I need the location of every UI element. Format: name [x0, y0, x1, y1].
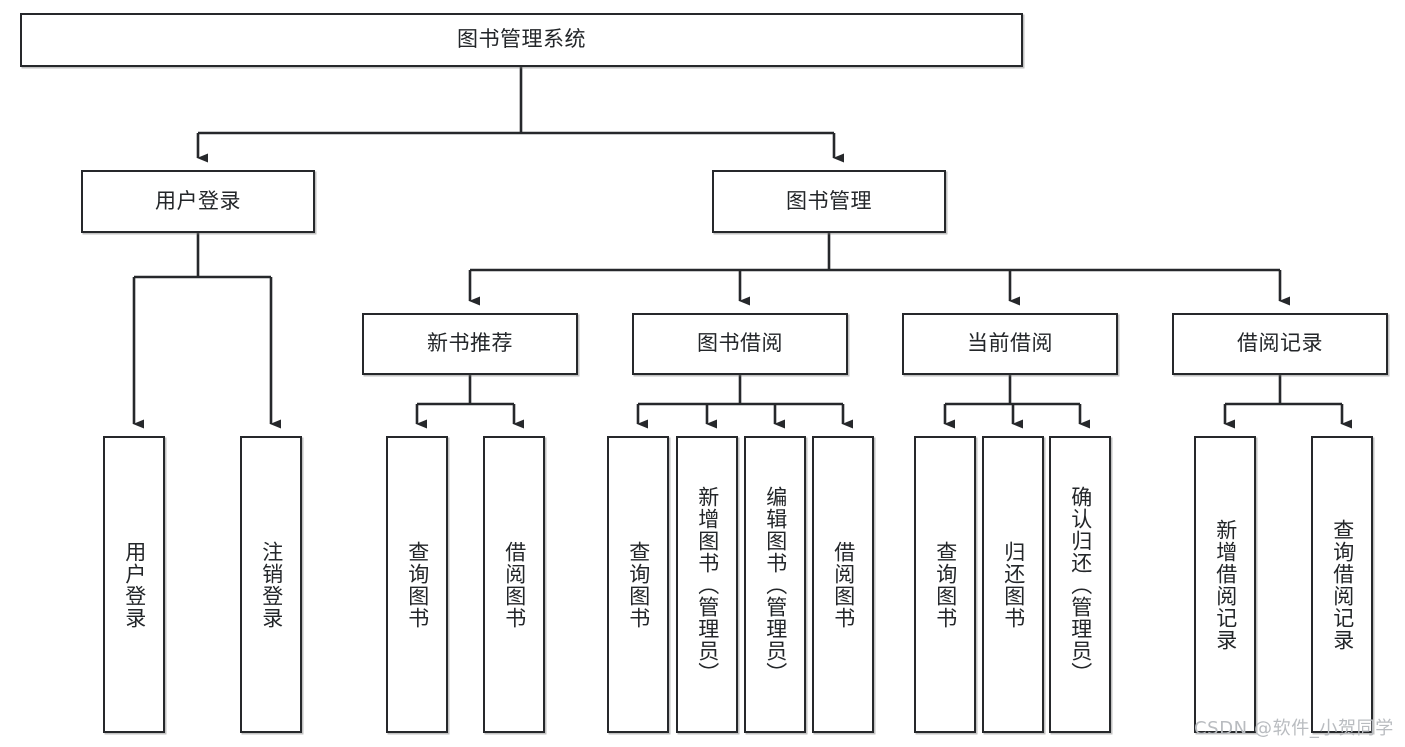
- node-leaf-label: 编辑图书（管理员）: [763, 485, 788, 684]
- node-leaf-label: 查询借阅记录: [1330, 518, 1355, 651]
- node-user-login[interactable]: 用户登录: [81, 170, 315, 233]
- node-leaf[interactable]: 借阅图书: [812, 436, 874, 733]
- node-new-book-recommend[interactable]: 新书推荐: [362, 313, 578, 375]
- node-root-label: 图书管理系统: [457, 27, 586, 52]
- node-leaf[interactable]: 查询借阅记录: [1311, 436, 1373, 733]
- node-book-borrow[interactable]: 图书借阅: [632, 313, 848, 375]
- node-leaf-label: 注销登录: [259, 540, 284, 629]
- node-leaf[interactable]: 编辑图书（管理员）: [744, 436, 806, 733]
- node-leaf[interactable]: 注销登录: [240, 436, 302, 733]
- node-leaf[interactable]: 归还图书: [982, 436, 1044, 733]
- node-leaf-label: 确认归还（管理员）: [1068, 485, 1093, 684]
- node-leaf-label: 归还图书: [1001, 540, 1026, 629]
- node-borrow-record-label: 借阅记录: [1237, 331, 1323, 356]
- node-leaf[interactable]: 查询图书: [914, 436, 976, 733]
- node-leaf-label: 用户登录: [122, 540, 147, 629]
- node-leaf[interactable]: 新增借阅记录: [1194, 436, 1256, 733]
- node-new-book-recommend-label: 新书推荐: [427, 331, 513, 356]
- node-current-borrow[interactable]: 当前借阅: [902, 313, 1118, 375]
- node-leaf[interactable]: 借阅图书: [483, 436, 545, 733]
- node-leaf-label: 查询图书: [405, 540, 430, 629]
- node-leaf[interactable]: 查询图书: [607, 436, 669, 733]
- node-leaf-label: 新增借阅记录: [1213, 518, 1238, 651]
- node-leaf[interactable]: 查询图书: [386, 436, 448, 733]
- node-borrow-record[interactable]: 借阅记录: [1172, 313, 1388, 375]
- node-leaf-label: 借阅图书: [502, 540, 527, 629]
- node-leaf-label: 查询图书: [933, 540, 958, 629]
- node-leaf-label: 新增图书（管理员）: [695, 485, 720, 684]
- node-book-management[interactable]: 图书管理: [712, 170, 946, 233]
- node-leaf[interactable]: 确认归还（管理员）: [1049, 436, 1111, 733]
- node-book-borrow-label: 图书借阅: [697, 331, 783, 356]
- node-leaf-label: 查询图书: [626, 540, 651, 629]
- watermark-text: CSDN @软件_小贺同学: [1194, 718, 1394, 739]
- node-leaf[interactable]: 新增图书（管理员）: [676, 436, 738, 733]
- node-leaf[interactable]: 用户登录: [103, 436, 165, 733]
- node-leaf-label: 借阅图书: [831, 540, 856, 629]
- node-root[interactable]: 图书管理系统: [20, 13, 1023, 67]
- node-current-borrow-label: 当前借阅: [967, 331, 1053, 356]
- node-book-management-label: 图书管理: [786, 188, 872, 213]
- node-user-login-label: 用户登录: [155, 188, 241, 213]
